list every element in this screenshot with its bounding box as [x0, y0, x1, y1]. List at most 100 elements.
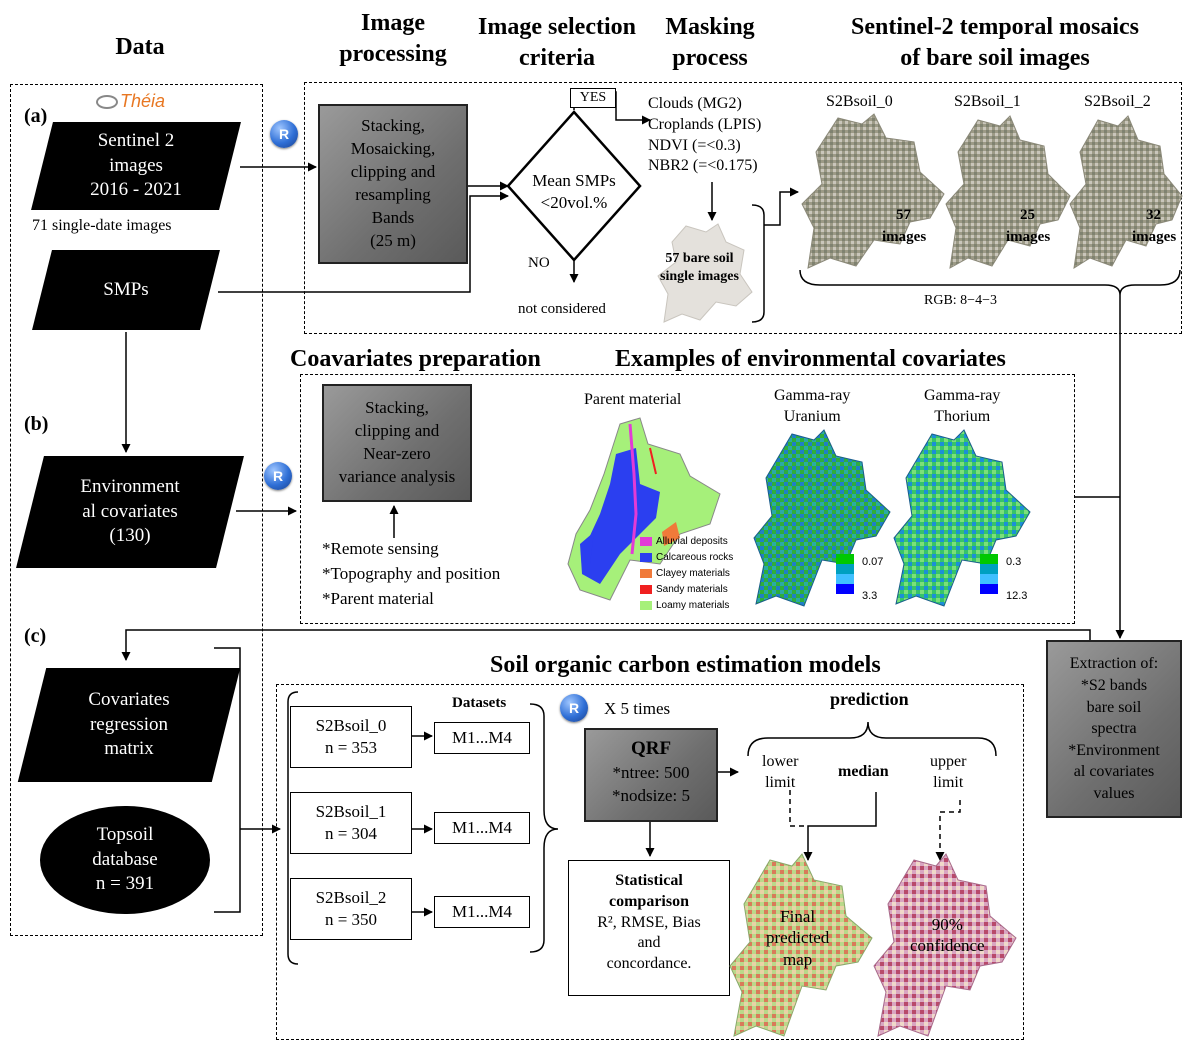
uranium-map [753, 429, 891, 607]
single-date-label: 71 single-date images [32, 217, 172, 234]
mosaic-count-0: 57 [896, 207, 911, 223]
uranium-min: 0.07 [862, 556, 884, 568]
mosaic-title-0: S2Bsoil_0 [826, 93, 893, 110]
lower-limit-label: lower limit [762, 753, 799, 791]
header-image-processing: Image processing [339, 10, 447, 68]
model-box-2: M1...M4 [434, 896, 530, 928]
legend-clayey: Clayey materials [640, 568, 730, 579]
header-masking: Masking process [665, 14, 755, 72]
header-mosaics: Sentinel-2 temporal mosaics of bare soil… [851, 14, 1139, 72]
mosaic-count-2: 32 [1146, 207, 1161, 223]
not-considered-label: not considered [518, 301, 606, 317]
dataset-name-0: S2Bsoil_0 [315, 715, 387, 735]
cov-item-parent-material: *Parent material [322, 589, 434, 608]
stat-title: Statistical comparison [609, 872, 689, 910]
final-predicted-map [729, 853, 873, 1037]
thorium-title: Gamma-ray Thorium [924, 387, 1001, 425]
bare-soil-label: 57 bare soil single images [660, 251, 739, 285]
mosaic-map-2 [1069, 115, 1183, 269]
bracket-datasets [287, 691, 299, 965]
yes-label: YES [570, 88, 616, 108]
model-box-0: M1...M4 [434, 722, 530, 754]
legend-loamy: Loamy materials [640, 600, 729, 611]
r-logo-icon: R [264, 462, 292, 490]
thorium-colorbar [980, 554, 998, 594]
mosaic-unit-0: images [882, 229, 927, 245]
legend-alluvial: Alluvial deposits [640, 536, 728, 547]
mosaic-title-1: S2Bsoil_1 [954, 93, 1021, 110]
decision-diamond [506, 110, 642, 262]
decision-text: Mean SMPs <20vol.% [532, 171, 616, 213]
stat-body: R², RMSE, Bias and concordance. [597, 913, 701, 973]
median-label: median [838, 763, 889, 780]
uranium-colorbar [836, 554, 854, 594]
panel-label-b: (b) [24, 413, 49, 435]
dataset-n-2: n = 350 [324, 910, 378, 929]
legend-sandy: Sandy materials [640, 584, 728, 595]
mosaic-map-0 [801, 113, 945, 269]
cov-item-remote-sensing: *Remote sensing [322, 539, 439, 558]
parent-material-map [567, 417, 721, 601]
mosaic-title-2: S2Bsoil_2 [1084, 93, 1151, 110]
arrow-to-mosaics [764, 187, 799, 226]
environmental-covariates: Environment al covariates (130) [30, 456, 230, 568]
dataset-name-1: S2Bsoil_1 [315, 801, 387, 821]
legend-calcareous: Calcareous rocks [640, 552, 733, 563]
mosaic-unit-2: images [1132, 229, 1177, 245]
data-group [10, 84, 263, 936]
qrf-title: QRF [630, 738, 672, 759]
confidence-label: 90% confidence [910, 915, 985, 956]
image-processing-box: Stacking, Mosaicking, clipping and resam… [318, 104, 468, 264]
arrow-extraction-to-matrix [121, 629, 1091, 661]
header-covariates-prep: Coavariates preparation [290, 346, 541, 372]
qrf-params: *ntree: 500 *nodsize: 5 [612, 762, 690, 805]
panel-label-c: (c) [24, 625, 47, 647]
bare-soil-single-image [657, 223, 753, 323]
theia-logo: Théia [96, 92, 165, 110]
r-logo-icon: R [270, 120, 298, 148]
header-examples-covariates: Examples of environmental covariates [615, 346, 1006, 372]
bracket-bare-soil [751, 204, 765, 323]
sentinel2-images: Sentinel 2 images 2016 - 2021 [42, 122, 230, 210]
covariates-group [300, 374, 1075, 624]
header-image-selection: Image selection criteria [478, 14, 636, 72]
thorium-min: 0.3 [1006, 556, 1022, 568]
model-box-1: M1...M4 [434, 812, 530, 844]
no-label: NO [528, 255, 550, 271]
thorium-map [893, 429, 1031, 607]
statistical-comparison-box: Statistical comparison R², RMSE, Bias an… [568, 860, 730, 996]
rgb-label: RGB: 8−4−3 [924, 293, 997, 308]
uranium-title: Gamma-ray Uranium [774, 387, 851, 425]
topsoil-database: Topsoil database n = 391 [40, 806, 210, 914]
dash-upper-limit [935, 800, 961, 861]
mosaic-unit-1: images [1006, 229, 1051, 245]
mosaic-count-1: 25 [1020, 207, 1035, 223]
brace-models [529, 703, 559, 953]
smps: SMPs [42, 250, 210, 330]
uranium-max: 3.3 [862, 590, 878, 602]
prediction-label: prediction [830, 689, 909, 709]
upper-limit-label: upper limit [930, 753, 967, 791]
mosaic-map-1 [945, 115, 1071, 269]
cov-item-topography: *Topography and position [322, 564, 501, 583]
arrow-smps-to-decision [218, 191, 509, 293]
panel-label-a: (a) [24, 105, 48, 127]
arrow-median-to-map [803, 792, 877, 861]
parent-material-title: Parent material [584, 391, 682, 408]
times-label: X 5 times [604, 699, 671, 718]
qrf-box: QRF *ntree: 500 *nodsize: 5 [584, 728, 718, 822]
covariates-prep-box: Stacking, clipping and Near-zero varianc… [322, 384, 472, 502]
r-logo-icon: R [560, 694, 588, 722]
covariates-regression-matrix: Covariates regression matrix [32, 668, 226, 782]
theia-eye-icon [96, 95, 118, 110]
thorium-max: 12.3 [1006, 590, 1028, 602]
dataset-name-2: S2Bsoil_2 [315, 887, 387, 907]
image-processing-group [304, 82, 1182, 334]
datasets-label: Datasets [452, 695, 507, 711]
dataset-n-1: n = 304 [324, 824, 378, 843]
bracket-inputs [214, 647, 241, 913]
header-soc-models: Soil organic carbon estimation models [490, 652, 881, 678]
